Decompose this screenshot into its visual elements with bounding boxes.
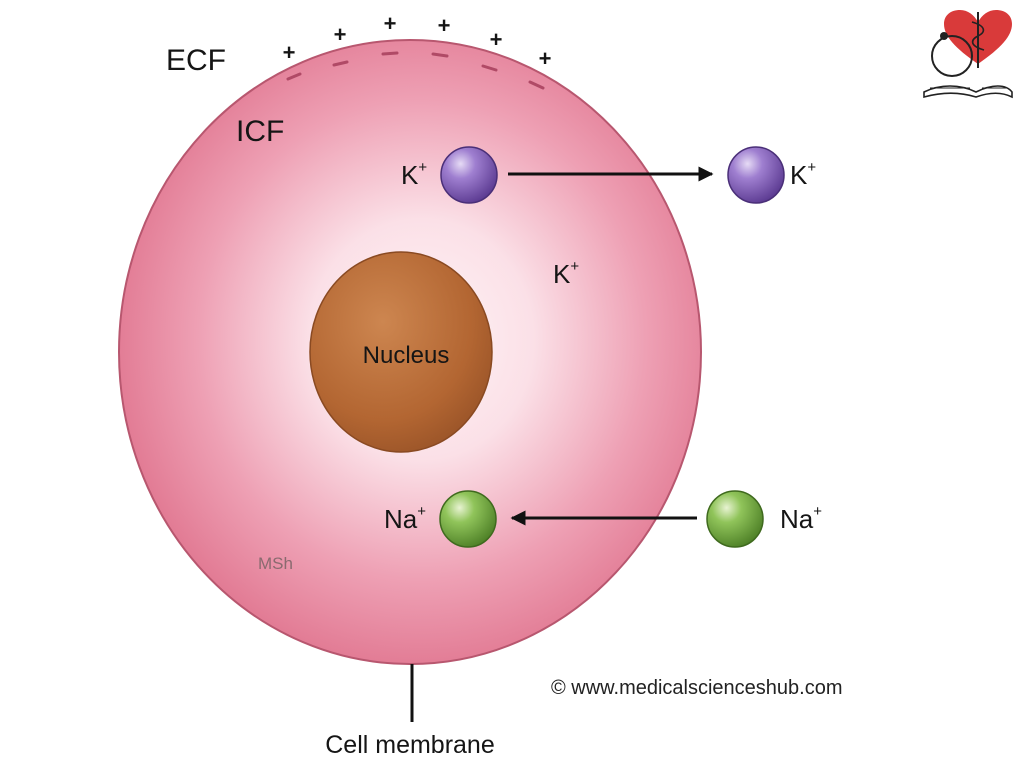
svg-text:+: +	[283, 40, 296, 65]
potassium-cytoplasm-label: K+	[553, 258, 579, 289]
nucleus	[309, 251, 493, 453]
icf-label: ICF	[236, 115, 284, 148]
sodium-label-outside: Na+	[780, 503, 822, 534]
sodium-ion-inside	[439, 490, 497, 548]
sodium-label-inside: Na+	[384, 503, 426, 534]
nucleus-label: Nucleus	[363, 342, 450, 369]
ecf-label: ECF	[166, 44, 226, 77]
stethoscope-icon	[931, 35, 973, 77]
outer-positive-charges: + + + + + +	[283, 11, 552, 71]
svg-text:+: +	[438, 13, 451, 38]
caduceus-icon	[971, 21, 985, 51]
potassium-label-outside: K+	[790, 159, 816, 190]
copyright-text: © www.medicalscienceshub.com	[551, 677, 843, 699]
cell-membrane-label: Cell membrane	[325, 731, 495, 759]
inner-negative-charges	[286, 51, 545, 90]
svg-text:+: +	[539, 46, 552, 71]
potassium-ion-inside	[440, 146, 498, 204]
svg-text:+: +	[334, 22, 347, 47]
svg-text:+: +	[384, 11, 397, 36]
potassium-ion-outside	[727, 146, 785, 204]
watermark: MSh	[258, 554, 293, 573]
sodium-ion-outside	[706, 490, 764, 548]
potassium-label-inside: K+	[401, 159, 427, 190]
svg-text:+: +	[490, 27, 503, 52]
medical-sciences-hub-logo	[923, 10, 1013, 99]
